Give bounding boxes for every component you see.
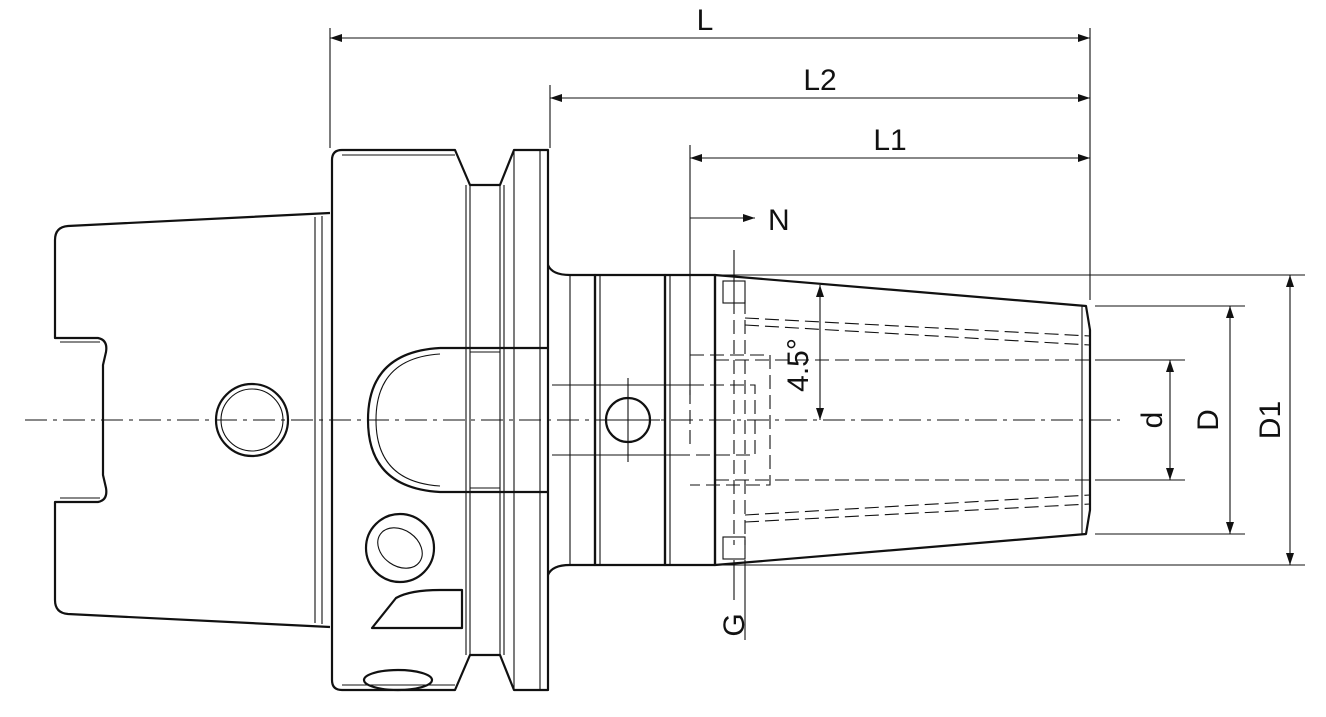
orientation-notch: [366, 346, 548, 494]
dim-L1: L1: [689, 124, 1090, 395]
dim-d: d: [1095, 359, 1185, 481]
dim-N: N: [690, 204, 790, 237]
dim-D: D: [1095, 305, 1245, 535]
dim-L2: L2: [549, 64, 1090, 148]
label-L2: L2: [803, 64, 836, 97]
label-L1: L1: [873, 124, 906, 157]
label-L: L: [697, 4, 714, 37]
label-angle: 4.5°: [782, 338, 815, 392]
angled-bore-circle: [364, 512, 436, 584]
dim-L: L: [329, 4, 1091, 300]
label-d: d: [1136, 412, 1169, 429]
label-D: D: [1192, 409, 1225, 431]
label-N: N: [768, 204, 790, 237]
coolant-hole-circle: [214, 382, 290, 458]
dim-angle: 4.5°: [782, 285, 824, 420]
label-G: G: [718, 613, 751, 636]
label-D1: D1: [1254, 401, 1287, 439]
hsk-shank: [53, 211, 331, 629]
flange-collar: [330, 148, 550, 692]
dim-D1: D1: [715, 274, 1305, 566]
neck-section: [546, 264, 717, 576]
dim-G: G: [718, 250, 751, 640]
